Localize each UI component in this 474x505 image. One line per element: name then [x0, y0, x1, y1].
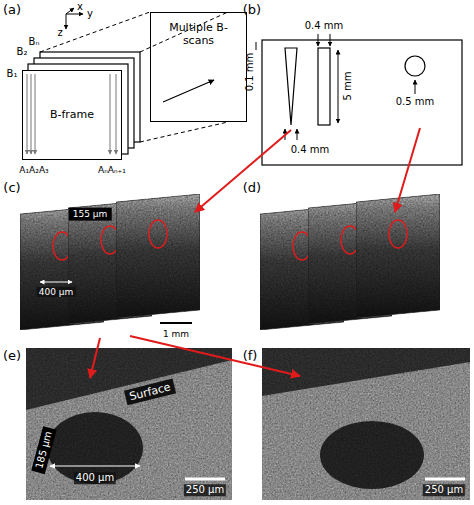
- axis-z: [66, 14, 67, 29]
- figure-label: 5 mm: [342, 71, 354, 100]
- dimension-tag: Surface: [124, 379, 176, 406]
- straight-slot: [318, 48, 330, 125]
- oct-b-scan: [116, 194, 200, 318]
- dimension-tag: 155 μm: [69, 208, 112, 221]
- node-text: Surface: [128, 381, 172, 404]
- pointer-arrow: [195, 130, 291, 212]
- a-line-arrow: [35, 74, 36, 154]
- sem-background: [26, 348, 232, 410]
- figure-label: x: [77, 1, 83, 13]
- frame-box: Multiple B-scans: [150, 12, 247, 122]
- figure-label: 0.4 mm: [305, 20, 344, 32]
- sample-outline: [262, 40, 462, 165]
- figure-label: 0.1 mm: [244, 53, 256, 92]
- figure-label: z: [57, 27, 62, 39]
- node-text: Multiple B-scans: [159, 21, 238, 47]
- width-arrow: [50, 465, 140, 466]
- figure-label: 0.5 mm: [396, 96, 435, 108]
- a-line-arrow: [31, 74, 32, 154]
- panel-letter: (f): [243, 349, 258, 364]
- sem-hole: [320, 421, 424, 489]
- axis-y: [66, 14, 83, 15]
- dimension-tag: 185 μm: [31, 426, 57, 474]
- sem-ground: [262, 348, 470, 500]
- dimension-tick: [318, 34, 319, 46]
- panel-letter: (c): [3, 181, 20, 196]
- figure-label: 250 μm: [184, 484, 226, 496]
- node-text: B-frame: [50, 108, 94, 121]
- sem-image: [262, 348, 470, 500]
- a-line-arrow: [110, 74, 111, 154]
- scale-bar: [425, 478, 465, 481]
- panel-letter: (d): [243, 181, 261, 196]
- scale-bar: [185, 478, 225, 481]
- figure-label: B₂: [17, 46, 28, 58]
- figure-label: 400 μm: [37, 287, 76, 297]
- dimension-tick: [297, 129, 298, 140]
- figure-label: B₁: [7, 68, 18, 80]
- panel-letter: (a): [3, 3, 21, 18]
- node-text: 185 μm: [33, 430, 55, 470]
- figure-label: Bₙ: [29, 36, 40, 48]
- a-line-arrow: [116, 74, 117, 154]
- pointer-arrow: [395, 128, 420, 212]
- node-text: 155 μm: [73, 209, 108, 220]
- dimension-tick: [256, 42, 257, 50]
- axis-x: [66, 8, 74, 14]
- projection-line: [40, 12, 150, 52]
- figure-label: 400 μm: [74, 472, 116, 484]
- defect-ellipse: [389, 220, 407, 248]
- pointer-arrow: [90, 338, 100, 378]
- oct-b-scan: [356, 194, 440, 318]
- dimension-tick: [330, 34, 331, 46]
- scan-arrow: [163, 80, 214, 102]
- a-line-arrow: [27, 74, 28, 154]
- figure-label: A₁A₂A₃: [19, 165, 48, 175]
- figure-label: 0.4 mm: [291, 144, 330, 156]
- defect-ellipse: [149, 220, 167, 248]
- figure-label: y: [87, 8, 93, 20]
- scale-bar: [160, 322, 192, 324]
- figure-label: 250 μm: [423, 484, 465, 496]
- sem-hole: [47, 412, 143, 484]
- dimension-line: [338, 50, 339, 123]
- sem-ground: [26, 348, 232, 500]
- dimension-arrow: [415, 80, 416, 94]
- pointer-arrow: [130, 336, 300, 376]
- tapered-slot: [285, 48, 297, 125]
- sem-image: [26, 348, 232, 500]
- panel-letter: (b): [243, 3, 261, 18]
- projection-line: [140, 122, 228, 142]
- panel-letter: (e): [3, 349, 21, 364]
- round-hole: [405, 56, 425, 76]
- frame-box: B-frame: [22, 70, 122, 160]
- width-bracket: [40, 282, 72, 283]
- figure-label: 1 mm: [163, 329, 189, 339]
- figure-label: AₙAₙ₊₁: [98, 165, 126, 175]
- b-frame-ground: [22, 70, 122, 160]
- sem-background: [262, 348, 470, 396]
